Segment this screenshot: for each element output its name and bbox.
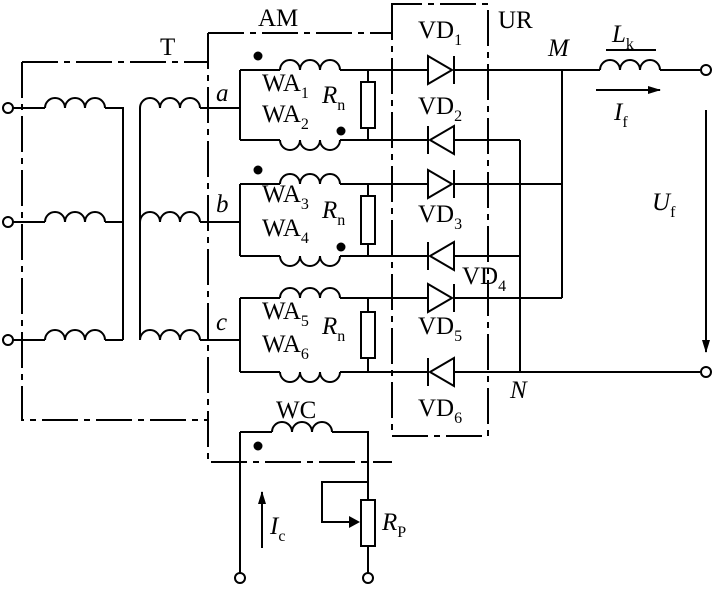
polarity-dot-wa2 <box>336 126 346 136</box>
phase-b-windings: b WA3 WA4 Rn <box>216 165 420 267</box>
label-ur: UR <box>498 7 533 34</box>
label-vd2: VD2 <box>418 93 462 125</box>
label-am: AM <box>258 5 298 32</box>
label-wa1: WA1 <box>262 70 309 102</box>
phase-a-wiring <box>239 69 420 141</box>
transformer-enclosure <box>21 61 208 421</box>
label-uf: Uf <box>652 189 676 221</box>
control-circuit: WC Ic RP <box>234 397 406 584</box>
primary-coil-a <box>44 97 106 109</box>
phase-a-windings: a WA1 WA2 Rn <box>216 51 420 151</box>
primary-wiring <box>10 107 124 341</box>
secondary-star-wiring <box>139 107 240 341</box>
ur-enclosure <box>391 3 489 437</box>
label-phase-a: a <box>216 80 229 107</box>
label-wa2: WA2 <box>262 101 309 133</box>
label-vd5: VD5 <box>418 313 462 345</box>
wa4-coil <box>279 255 341 267</box>
phase-b-wiring <box>239 183 420 257</box>
secondary-coil-c <box>139 329 201 341</box>
polarity-dot-wa3 <box>253 165 263 175</box>
rn-resistor-a <box>360 81 376 129</box>
transformer-t: T <box>2 34 240 421</box>
phase-c-wiring <box>239 297 420 373</box>
input-terminal-a <box>2 102 14 114</box>
label-wc: WC <box>276 397 316 424</box>
label-rn-a: Rn <box>321 82 345 114</box>
rn-resistor-b <box>360 195 376 245</box>
wa2-coil <box>279 139 341 151</box>
label-phase-c: c <box>216 309 227 336</box>
label-rp: RP <box>381 509 406 541</box>
label-phase-b: b <box>216 191 229 218</box>
diode-leads <box>420 69 428 373</box>
am-enclosure: AM <box>207 5 392 463</box>
label-lk: Lk <box>611 21 634 53</box>
bus-m-wiring <box>454 69 600 299</box>
wa3-coil <box>279 173 341 185</box>
label-t: T <box>160 34 175 61</box>
primary-coil-b <box>44 211 106 223</box>
vd4-diode <box>427 240 455 272</box>
output-terminal-negative <box>700 366 712 378</box>
primary-coil-c <box>44 329 106 341</box>
input-terminal-b <box>2 216 14 228</box>
rp-wiper-arrow <box>349 516 360 528</box>
label-wa4: WA4 <box>262 215 309 247</box>
label-vd1: VD1 <box>418 17 462 49</box>
label-if: If <box>613 99 628 131</box>
vd1-diode <box>427 54 455 86</box>
wc-coil <box>271 421 333 433</box>
label-wa5: WA5 <box>262 298 309 330</box>
label-vd6: VD6 <box>418 395 462 427</box>
vd6-diode <box>427 356 455 388</box>
vd3-diode <box>427 168 455 200</box>
phase-c-windings: c WA5 WA6 Rn <box>216 287 420 383</box>
label-node-m: M <box>547 35 570 62</box>
rp-rheostat <box>360 499 376 547</box>
wa6-coil <box>279 371 341 383</box>
control-terminal-right <box>362 572 374 584</box>
vd5-diode <box>427 282 455 314</box>
secondary-coil-a <box>139 97 201 109</box>
vd2-diode <box>427 124 455 156</box>
control-terminal-left <box>234 572 246 584</box>
label-wa6: WA6 <box>262 331 309 363</box>
wa5-coil <box>279 287 341 299</box>
label-vd4: VD4 <box>462 263 506 295</box>
polarity-dot-wc <box>253 441 263 451</box>
polarity-dot-wa1 <box>253 51 263 61</box>
label-vd3: VD3 <box>418 201 462 233</box>
output-terminal-positive <box>700 64 712 76</box>
am-enclosure-border <box>207 32 392 463</box>
polarity-dot-wa4 <box>336 242 346 252</box>
label-node-n: N <box>509 377 528 404</box>
control-wiring <box>239 431 369 574</box>
secondary-coil-b <box>139 211 201 223</box>
lk-inductor <box>599 59 661 71</box>
output-section: Lk If Uf <box>596 21 712 378</box>
label-rn-c: Rn <box>321 313 345 345</box>
label-rn-b: Rn <box>321 197 345 229</box>
dc-bus: M N <box>454 35 700 404</box>
label-wa3: WA3 <box>262 181 309 213</box>
bus-n-wiring <box>454 139 700 373</box>
rectifier-ur: UR VD1 VD2 VD3 VD4 VD5 VD6 <box>391 3 533 437</box>
input-terminal-c <box>2 334 14 346</box>
rn-resistor-c <box>360 311 376 359</box>
wa1-coil <box>279 59 341 71</box>
label-ic: Ic <box>269 513 285 545</box>
